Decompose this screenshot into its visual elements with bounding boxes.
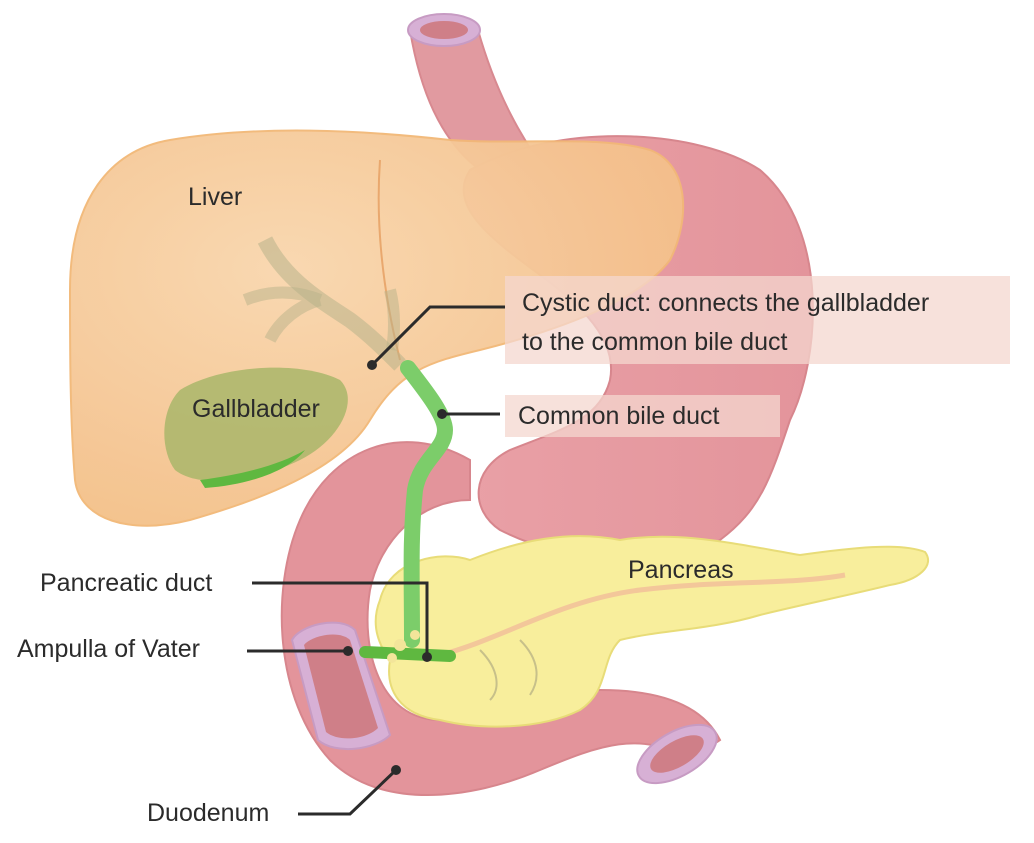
common-bile-duct [359,360,456,663]
duodenum-pointer [391,765,401,775]
cystic-duct-label-line1: Cystic duct: connects the gallbladder [522,289,929,317]
pancreatic-duct-label: Pancreatic duct [40,569,212,597]
pancreatic-duct-pointer [422,652,432,662]
cystic-duct-leader [370,305,505,367]
duodenum-label: Duodenum [147,799,269,827]
common-bile-duct-label-bg [505,395,780,437]
common-bile-duct-label: Common bile duct [518,402,720,430]
pancreatic-duct-leader [252,581,429,657]
ampulla-pointer [343,646,353,656]
common-bile-duct-pointer [437,409,447,419]
pancreas-label: Pancreas [628,556,734,584]
gallbladder-label: Gallbladder [192,395,320,423]
liver-label: Liver [188,183,242,211]
cystic-duct-label-line2: to the common bile duct [522,328,787,356]
gallbladder [164,367,348,488]
cystic-duct-pointer [367,360,377,370]
duodenum-leader [298,768,398,816]
pancreas [374,535,930,728]
cystic-duct-label-bg [505,276,1010,364]
ampulla-label: Ampulla of Vater [17,635,200,663]
